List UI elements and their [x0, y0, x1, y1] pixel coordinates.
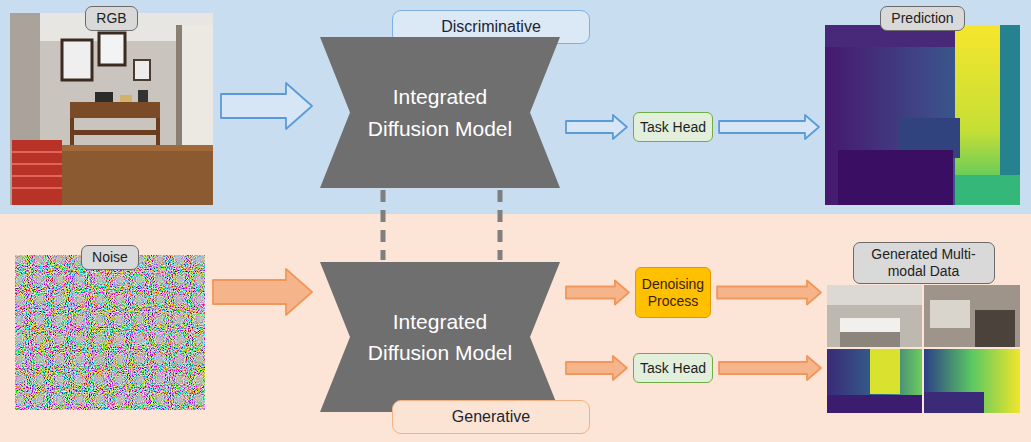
node-text: Task Head — [640, 119, 706, 135]
image-tag: Generated Multi-modal Data — [853, 242, 995, 284]
block-arrow — [566, 281, 629, 305]
node-text: Integrated Diffusion Model — [353, 306, 528, 369]
hourglass-shape — [320, 262, 560, 412]
image-tag: Prediction — [880, 6, 964, 31]
task-head-box: Task Head — [633, 353, 713, 383]
model-block: Integrated Diffusion Model — [320, 37, 560, 188]
node-text: Discriminative — [441, 18, 541, 36]
block-arrow — [221, 83, 312, 129]
image-tag: RGB — [85, 6, 137, 31]
model-block: Integrated Diffusion Model — [320, 262, 560, 412]
node-text: Denoising Process — [642, 276, 704, 310]
block-arrow — [719, 356, 821, 380]
dashed-link — [498, 190, 503, 260]
hourglass-outline — [320, 37, 560, 188]
image-tag: Noise — [81, 245, 139, 270]
block-arrow — [719, 115, 819, 139]
block-arrow — [566, 356, 627, 380]
task-head-box: Task Head — [633, 112, 713, 142]
node-text: Task Head — [640, 360, 706, 376]
input-image: RGB — [10, 13, 213, 205]
mode-label: Generative — [392, 400, 590, 434]
block-arrow — [566, 115, 627, 139]
generated-image: Generated Multi-modal Data — [827, 285, 1020, 413]
node-text: Integrated Diffusion Model — [353, 81, 528, 144]
dashed-link — [381, 190, 386, 260]
node-text: Generative — [452, 408, 530, 426]
process-box: Denoising Process — [635, 267, 711, 318]
hourglass-outline — [320, 262, 560, 412]
prediction-image: Prediction — [825, 25, 1020, 205]
block-arrow — [717, 281, 821, 305]
hourglass-shape — [320, 37, 560, 188]
block-arrow — [213, 269, 312, 315]
noise-image: Noise — [15, 255, 205, 410]
